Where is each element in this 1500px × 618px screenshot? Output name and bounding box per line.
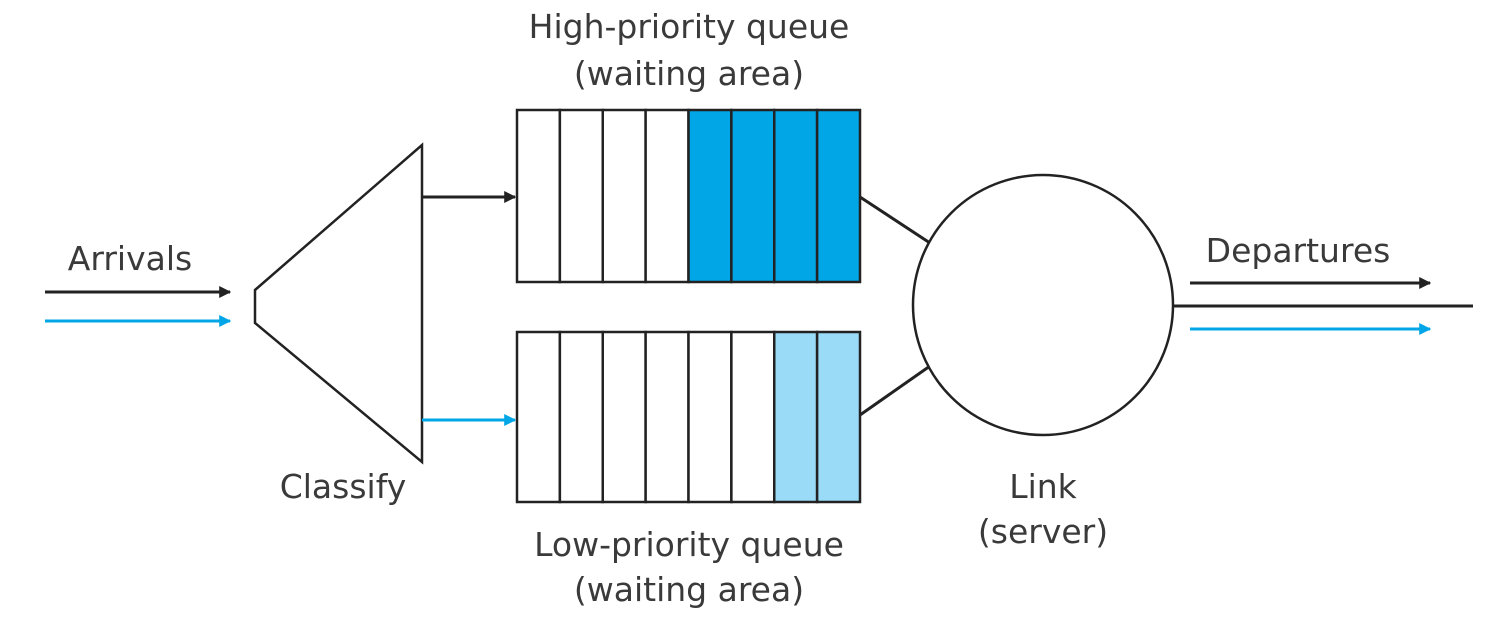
high-queue-slot-filled bbox=[730, 108, 776, 284]
arrivals-label: Arrivals bbox=[68, 239, 192, 278]
classifier-shape bbox=[253, 142, 424, 465]
high-queue-connector bbox=[859, 195, 931, 245]
high-queue-slot-empty bbox=[515, 108, 562, 284]
low-queue-slot-empty bbox=[644, 330, 690, 504]
low-queue-slot-filled bbox=[815, 330, 862, 504]
departures-label: Departures bbox=[1206, 231, 1391, 270]
high-queue-slot-empty bbox=[644, 108, 690, 284]
low-queue-slot-empty bbox=[730, 330, 776, 504]
low-queue-slot-empty bbox=[558, 330, 604, 504]
low-queue-title: Low-priority queue bbox=[534, 525, 844, 564]
high-queue-title: High-priority queue bbox=[529, 7, 850, 46]
low-queue-slot-empty bbox=[601, 330, 647, 504]
low-queue-slot-filled bbox=[773, 330, 819, 504]
classify-label: Classify bbox=[280, 467, 407, 506]
high-queue-slot-empty bbox=[558, 108, 604, 284]
link-label: Link bbox=[1009, 467, 1077, 506]
high-priority-queue bbox=[515, 108, 862, 284]
link-server-circle bbox=[911, 173, 1175, 437]
low-queue-subtitle: (waiting area) bbox=[574, 570, 804, 609]
low-priority-queue bbox=[515, 330, 862, 504]
high-queue-slot-filled bbox=[815, 108, 862, 284]
high-queue-slot-empty bbox=[601, 108, 647, 284]
high-queue-subtitle: (waiting area) bbox=[574, 54, 804, 93]
low-queue-slot-empty bbox=[687, 330, 733, 504]
high-queue-slot-filled bbox=[687, 108, 733, 284]
low-queue-connector bbox=[859, 364, 931, 417]
server-label: (server) bbox=[978, 512, 1108, 551]
high-queue-slot-filled bbox=[773, 108, 819, 284]
low-queue-slot-empty bbox=[515, 330, 562, 504]
